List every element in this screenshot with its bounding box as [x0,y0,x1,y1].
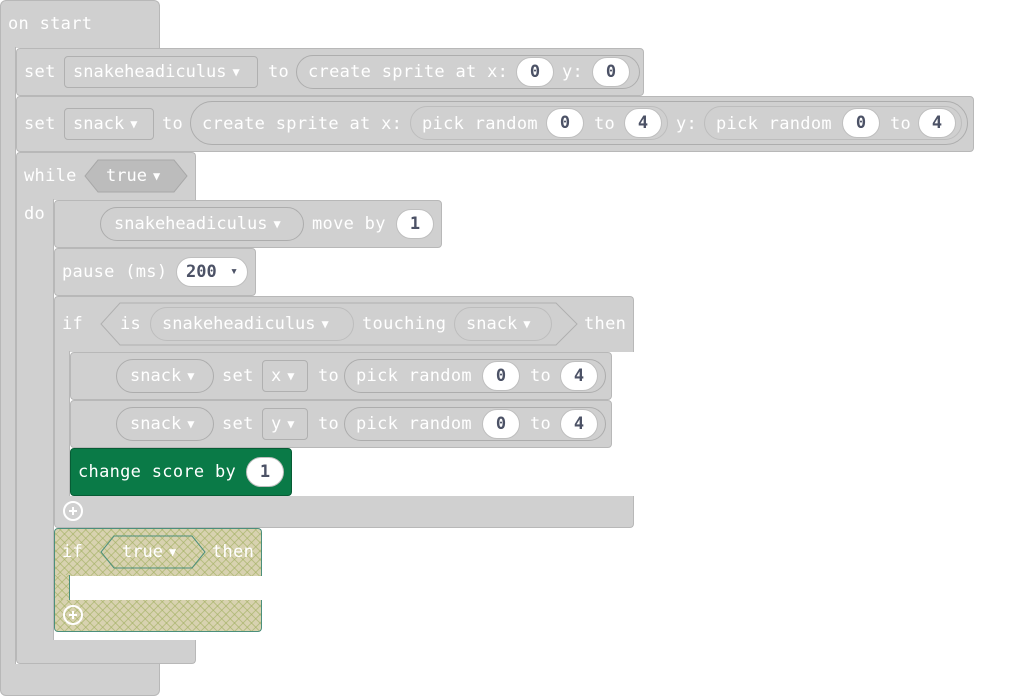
if-keyword: if [62,314,84,334]
do-keyword: do [24,204,46,224]
pick-random-to-input[interactable]: 4 [624,108,662,138]
pause-duration-dropdown[interactable]: 200 [176,257,248,287]
to-keyword: to [268,62,290,82]
chevron-down-icon: ▼ [287,417,295,431]
chevron-down-icon: ▼ [130,117,138,131]
property-dropdown-x[interactable]: x▼ [262,360,308,392]
add-else-icon[interactable] [63,605,83,625]
pause-duration-value: 200 [186,262,217,282]
if-body-rail [54,351,70,497]
while-body-rail [16,199,54,641]
chevron-down-icon: ▼ [523,317,531,331]
pause-label: pause (ms) [62,262,168,282]
set-keyword: set [24,114,56,134]
x-value-input[interactable]: 0 [516,57,554,87]
sprite-dropdown[interactable] [100,207,304,241]
chevron-down-icon: ▼ [168,545,177,559]
y-label: y: [562,62,584,82]
to-keyword: to [162,114,184,134]
sprite-dropdown[interactable] [116,359,214,393]
y-label: y: [676,114,698,134]
chevron-down-icon: ▼ [232,65,240,79]
is-keyword: is [120,314,142,334]
variable-name: snack [73,114,125,134]
on-start-body [0,47,16,665]
sprite-name: snack [130,414,182,434]
sprite-name: snack [130,366,182,386]
chevron-down-icon: ▼ [321,317,329,331]
if-footer [54,496,634,528]
set-keyword: set [222,414,254,434]
pick-random-label: pick random [422,114,538,134]
while-footer [16,640,196,664]
then-keyword: then [212,542,255,562]
to-keyword: to [530,366,552,386]
while-condition-dropdown[interactable] [84,159,188,193]
target-sprite-name: snack [466,314,518,334]
to-keyword: to [594,114,616,134]
sprite-name: snakeheadiculus [114,214,268,234]
property-name: x [271,366,282,386]
pick-random-from-input[interactable]: 0 [482,409,520,439]
disabled-if-footer [54,600,262,632]
target-sprite-dropdown[interactable] [454,307,552,341]
score-change-input[interactable]: 1 [246,457,284,487]
sprite-name: snakeheadiculus [162,314,316,334]
condition-value: true [122,542,163,562]
set-keyword: set [222,366,254,386]
on-start-footer [0,664,160,696]
pick-random-label: pick random [356,414,472,434]
chevron-down-icon: ▼ [187,369,195,383]
pick-random-label: pick random [356,366,472,386]
pick-random-from-input[interactable]: 0 [842,108,880,138]
pick-random-from-input[interactable]: 0 [482,361,520,391]
create-sprite-label: create sprite at x: [202,114,403,134]
move-by-label: move by [312,214,386,234]
sprite-dropdown[interactable] [116,407,214,441]
change-score-label: change score by [78,462,237,482]
pick-random-label: pick random [716,114,832,134]
pick-random-to-input[interactable]: 4 [560,361,598,391]
chevron-down-icon: ▼ [287,369,295,383]
chevron-down-icon: ▼ [187,417,195,431]
pick-random-from-input[interactable]: 0 [546,108,584,138]
sprite-dropdown[interactable] [150,307,354,341]
pick-random-to-input[interactable]: 4 [560,409,598,439]
on-start-label: on start [8,14,93,34]
add-else-icon[interactable] [63,501,83,521]
if-condition-dropdown[interactable] [100,535,206,569]
move-by-value-input[interactable]: 1 [396,209,434,239]
chevron-down-icon: ▼ [152,169,161,183]
condition-value: true [106,166,147,186]
touching-keyword: touching [362,314,447,334]
variable-dropdown-snakeheadiculus[interactable]: snakeheadiculus ▼ [64,56,258,88]
chevron-down-icon: ▼ [273,217,281,231]
variable-name: snakeheadiculus [73,62,227,82]
property-dropdown-y[interactable]: y▼ [262,408,308,440]
create-sprite-block[interactable] [296,55,640,89]
on-start-block[interactable] [0,0,160,48]
disabled-if-rail [54,575,70,601]
if-keyword: if [62,542,84,562]
to-keyword: to [890,114,912,134]
to-keyword: to [530,414,552,434]
set-keyword: set [24,62,56,82]
y-value-input[interactable]: 0 [592,57,630,87]
property-name: y [271,414,282,434]
pick-random-to-input[interactable]: 4 [918,108,956,138]
while-keyword: while [24,166,77,186]
create-sprite-label: create sprite at x: [308,62,509,82]
to-keyword: to [318,366,340,386]
then-keyword: then [584,314,627,334]
to-keyword: to [318,414,340,434]
variable-dropdown-snack[interactable]: snack ▼ [64,108,154,140]
